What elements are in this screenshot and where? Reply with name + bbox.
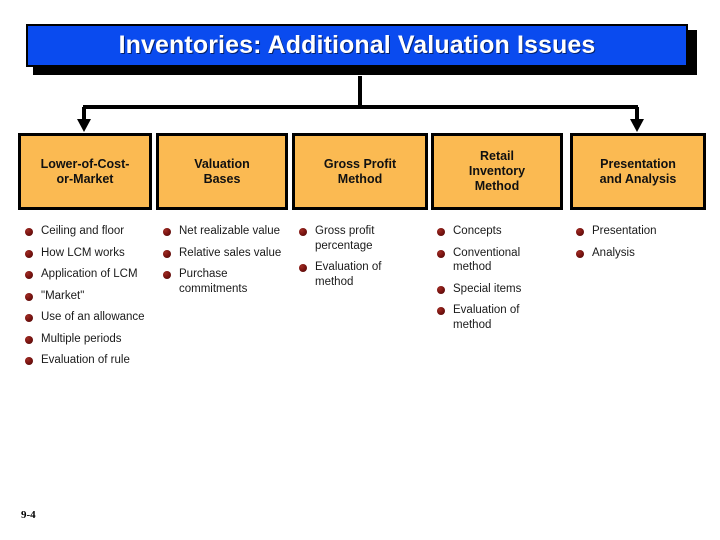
bullet-dot-icon bbox=[25, 335, 33, 344]
list-item[interactable]: Special items bbox=[437, 282, 557, 297]
bullet-dot-icon bbox=[437, 249, 445, 258]
list-item[interactable]: Application of LCM bbox=[25, 267, 147, 282]
list-item-label: Evaluation of rule bbox=[41, 354, 130, 366]
list-item[interactable]: "Market" bbox=[25, 289, 147, 304]
bullet-dot-icon bbox=[299, 264, 307, 272]
list-item[interactable]: Evaluation of method bbox=[299, 260, 417, 289]
bullet-dot-icon bbox=[25, 249, 33, 258]
list-item[interactable]: Evaluation of rule bbox=[25, 353, 147, 368]
list-item-label: Purchase commitments bbox=[179, 268, 248, 295]
bullet-dot-icon bbox=[437, 228, 445, 236]
bullet-dot-icon bbox=[25, 228, 33, 236]
slide-title-banner: Inventories: Additional Valuation Issues bbox=[26, 24, 688, 67]
list-item-label: Special items bbox=[453, 282, 522, 295]
list-item-label: Net realizable value bbox=[179, 225, 281, 237]
list-item[interactable]: How LCM works bbox=[25, 246, 147, 261]
bullet-list-lower-of-cost-or-market: Ceiling and floor How LCM works Applicat… bbox=[25, 224, 147, 375]
list-item[interactable]: Concepts bbox=[437, 224, 557, 239]
list-item[interactable]: Multiple periods bbox=[25, 332, 147, 347]
list-item[interactable]: Relative sales value bbox=[163, 246, 285, 261]
bullet-list-gross-profit-method: Gross profit percentage Evaluation of me… bbox=[299, 224, 417, 296]
list-item-label: "Market" bbox=[41, 289, 85, 302]
list-item[interactable]: Gross profit percentage bbox=[299, 224, 417, 253]
bullet-list-retail-inventory-method: Concepts Conventional method Special ite… bbox=[437, 224, 557, 339]
bullet-dot-icon bbox=[25, 357, 33, 365]
list-item-label: Ceiling and floor bbox=[41, 225, 125, 237]
list-item[interactable]: Ceiling and floor bbox=[25, 224, 147, 239]
bullet-dot-icon bbox=[299, 228, 307, 236]
list-item[interactable]: Use of an allowance bbox=[25, 310, 147, 325]
bullet-dot-icon bbox=[576, 249, 584, 258]
slide-number: 9-4 bbox=[21, 509, 36, 521]
bullet-dot-icon bbox=[437, 285, 445, 294]
list-item-label: Relative sales value bbox=[179, 246, 282, 259]
bullet-dot-icon bbox=[25, 314, 33, 322]
header-box-label: Lower-of-Cost-or-Market bbox=[40, 156, 130, 186]
bullet-list-presentation-and-analysis: Presentation Analysis bbox=[576, 224, 700, 267]
list-item[interactable]: Presentation bbox=[576, 224, 700, 239]
list-item-label: Presentation bbox=[592, 225, 657, 237]
list-item-label: Application of LCM bbox=[41, 268, 138, 280]
list-item[interactable]: Purchase commitments bbox=[163, 267, 285, 296]
list-item-label: Multiple periods bbox=[41, 332, 122, 345]
list-item-label: How LCM works bbox=[41, 246, 125, 259]
list-item-label: Concepts bbox=[453, 225, 502, 237]
list-item[interactable]: Net realizable value bbox=[163, 224, 285, 239]
list-item-label: Conventional method bbox=[453, 246, 521, 274]
bullet-dot-icon bbox=[163, 271, 171, 279]
bullet-dot-icon bbox=[437, 307, 445, 315]
list-item-label: Analysis bbox=[592, 246, 635, 259]
header-box-lower-of-cost-or-market[interactable]: Lower-of-Cost-or-Market bbox=[18, 133, 152, 210]
list-item-label: Use of an allowance bbox=[41, 311, 145, 323]
list-item-label: Evaluation of method bbox=[453, 304, 520, 331]
bullet-dot-icon bbox=[163, 249, 171, 258]
list-item[interactable]: Analysis bbox=[576, 246, 700, 261]
page-title: Inventories: Additional Valuation Issues bbox=[118, 31, 596, 59]
bullet-dot-icon bbox=[163, 228, 171, 236]
bullet-dot-icon bbox=[25, 292, 33, 301]
list-item-label: Evaluation of method bbox=[315, 261, 382, 288]
bullet-dot-icon bbox=[576, 228, 584, 236]
list-item[interactable]: Evaluation of method bbox=[437, 303, 557, 332]
list-item[interactable]: Conventional method bbox=[437, 246, 557, 275]
bullet-list-valuation-bases: Net realizable value Relative sales valu… bbox=[163, 224, 285, 303]
list-item-label: Gross profit percentage bbox=[315, 225, 375, 252]
bullet-dot-icon bbox=[25, 271, 33, 279]
